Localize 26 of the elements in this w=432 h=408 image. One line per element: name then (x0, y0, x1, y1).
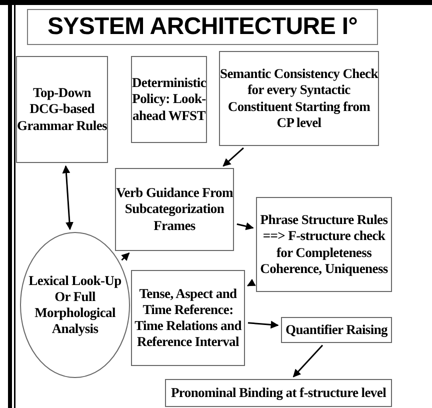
arrow (292, 344, 324, 378)
node-text: Semantic Consistency Check for every Syntactic Constituent Starting from CP level (220, 66, 378, 131)
arrow (248, 320, 279, 329)
process-box (115, 168, 234, 251)
process-box (256, 197, 392, 292)
node-text: Deterministic Policy: Look-ahead WFST (132, 75, 206, 124)
node-text: Tense, Aspect and Time Reference: Time Relations and Reference Interval (134, 286, 243, 350)
node-text: Top-Down DCG-based Grammar Rules (17, 85, 107, 134)
process-box (219, 51, 379, 146)
arrow (236, 222, 254, 230)
process-box (165, 379, 392, 407)
process-ellipse (20, 232, 130, 378)
arrow (246, 278, 256, 286)
node-text: Pronominal Binding at f-structure level (170, 384, 386, 402)
node-text: Verb Guidance From Subcategorization Frames (116, 185, 233, 234)
node-text: Phrase Structure Rules ==> F-structure check for Completeness Coherence, Uniqueness (259, 212, 389, 277)
arrow (62, 165, 74, 230)
node-text: Lexical Look-Up Or Full Morphological Analysis (28, 272, 122, 338)
arrow (222, 147, 244, 167)
process-box (281, 317, 392, 343)
node-text: Quantifier Raising (286, 322, 388, 338)
title: SYSTEM ARCHITECTURE I° (27, 9, 378, 45)
process-box (131, 270, 245, 366)
process-box (131, 56, 207, 143)
process-box (16, 56, 108, 163)
arrow (121, 252, 130, 261)
